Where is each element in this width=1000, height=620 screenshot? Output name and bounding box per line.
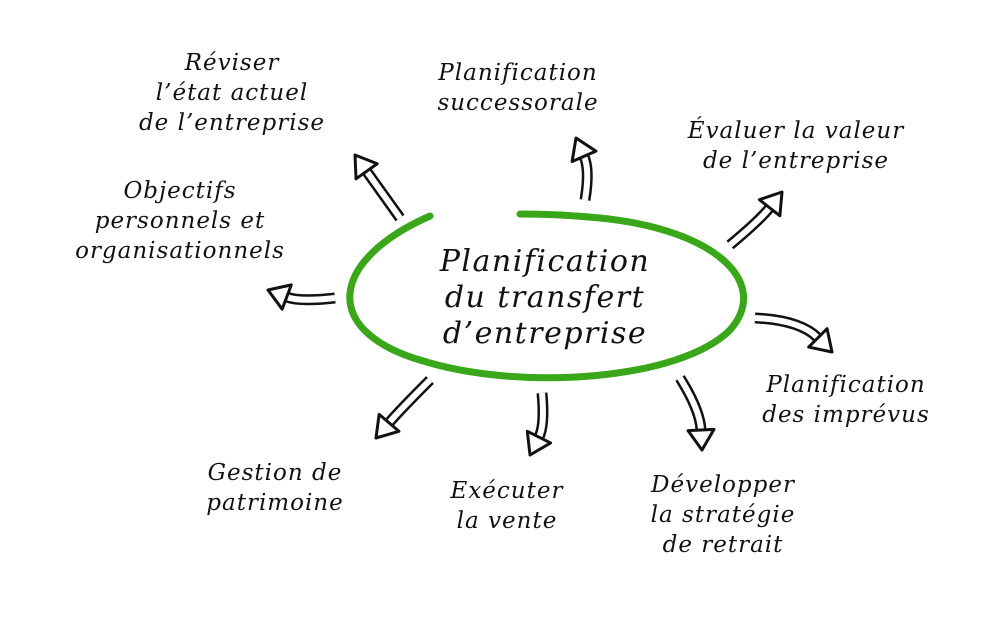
arrow-icon xyxy=(353,153,405,222)
center-line: d’entreprise xyxy=(442,316,648,351)
arrow-head xyxy=(266,283,293,311)
arrow-shaft-inner xyxy=(754,315,820,341)
arrow-shaft-inner xyxy=(364,169,403,220)
arrow-shaft-inner xyxy=(285,294,336,303)
arrow-icon xyxy=(675,375,716,452)
branch-line: Gestion de xyxy=(207,460,343,486)
arrow-icon xyxy=(754,312,834,354)
branch-line: Planification xyxy=(766,372,926,398)
branch-line: successorale xyxy=(437,90,599,116)
branch-line: de retrait xyxy=(662,532,784,558)
branch-line: patrimoine xyxy=(206,490,344,516)
arrow-head xyxy=(757,190,784,218)
branch-reviser: Réviser l’état actuel de l’entreprise xyxy=(139,48,325,138)
arrow-shaft-inner xyxy=(677,376,704,431)
branch-line: Exécuter xyxy=(450,478,564,504)
branch-line: Planification xyxy=(438,60,598,86)
arrow-head xyxy=(353,153,379,181)
arrow-icon xyxy=(525,392,553,457)
branch-line: la stratégie xyxy=(650,502,796,528)
center-line: du transfert xyxy=(444,280,646,315)
branch-patrimoine: Gestion de patrimoine xyxy=(206,458,343,518)
arrow-head xyxy=(807,327,834,354)
arrow-icon xyxy=(570,136,598,201)
branch-line: des imprévus xyxy=(762,402,930,428)
branch-retrait: Développer la stratégie de retrait xyxy=(651,470,796,560)
branch-line: personnels et xyxy=(94,208,266,234)
branch-successorale: Planification successorale xyxy=(437,58,598,118)
branch-evaluer: Évaluer la valeur de l’entreprise xyxy=(688,116,904,176)
branch-line: la vente xyxy=(456,508,558,534)
arrow-icon xyxy=(374,376,434,440)
branch-objectifs: Objectifs personnels et organisationnels xyxy=(75,176,285,266)
arrow-icon xyxy=(726,190,784,250)
arrow-shaft-inner xyxy=(728,205,773,248)
arrow-head xyxy=(525,429,553,457)
branch-line: de l’entreprise xyxy=(138,110,326,136)
branch-line: de l’entreprise xyxy=(702,148,890,174)
branch-line: Évaluer la valeur xyxy=(687,118,905,144)
branch-line: Objectifs xyxy=(123,178,237,204)
branch-line: l’état actuel xyxy=(155,80,309,106)
arrow-shaft-inner xyxy=(581,155,591,201)
arrow-head xyxy=(686,427,716,452)
branch-imprevus: Planification des imprévus xyxy=(762,370,930,430)
arrow-shaft-inner xyxy=(536,392,546,439)
center-line: Planification xyxy=(439,244,651,279)
arrow-head xyxy=(374,412,401,440)
arrow-shaft-inner xyxy=(386,377,433,425)
center-ring xyxy=(346,210,747,382)
branch-line: Développer xyxy=(651,472,795,498)
center-topic: Planification du transfert d’entreprise xyxy=(440,244,651,352)
arrow-head xyxy=(570,136,598,164)
arrow-icon xyxy=(266,283,336,311)
branch-vente: Exécuter la vente xyxy=(451,476,564,536)
branch-line: Réviser xyxy=(184,50,280,76)
branch-line: organisationnels xyxy=(75,238,285,264)
